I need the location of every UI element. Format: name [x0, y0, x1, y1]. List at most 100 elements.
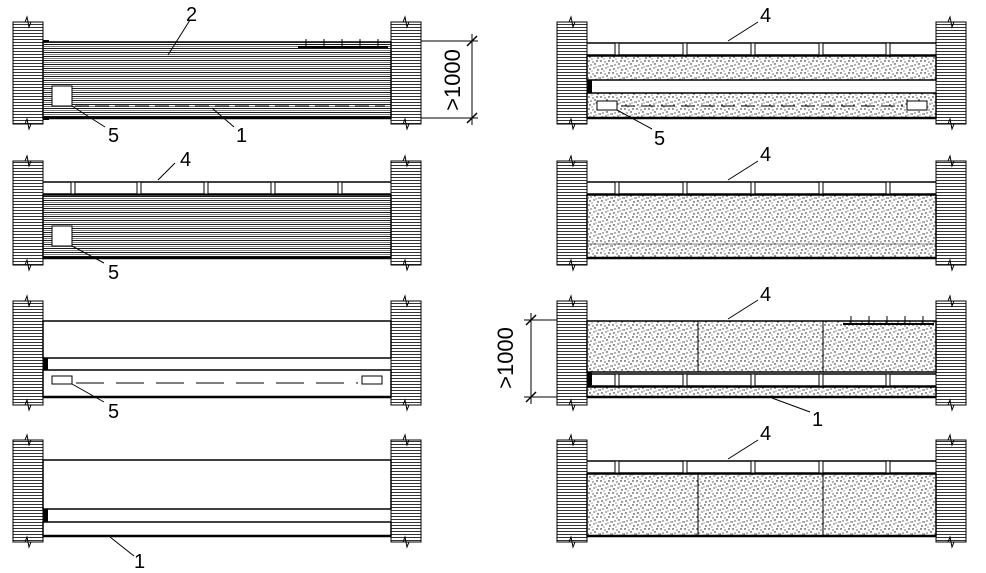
break-mark: [564, 117, 580, 131]
concrete-upper: [586, 55, 937, 81]
break-mark: [943, 258, 959, 272]
slab-upper: [42, 320, 392, 359]
panel-right-4: 4: [556, 423, 967, 543]
break-mark: [943, 535, 959, 549]
left-wall: [12, 300, 44, 406]
break-mark: [398, 433, 414, 447]
leader-line: [727, 21, 759, 42]
break-mark: [20, 154, 36, 168]
break-mark: [564, 154, 580, 168]
leader-line: [727, 160, 759, 181]
leader-line: [167, 19, 191, 56]
break-mark: [943, 433, 959, 447]
sleeve-end: [596, 100, 618, 111]
callout-5: 5: [108, 401, 119, 423]
support-rail: [587, 181, 936, 195]
panel-right-1: 4 5: [556, 5, 967, 150]
timber-formwork: [42, 194, 392, 259]
right-wall: [935, 300, 967, 406]
break-mark: [20, 15, 36, 29]
leader-line: [71, 245, 105, 264]
dimension-text: >1000: [440, 49, 465, 111]
leader-line: [771, 397, 811, 413]
sleeve-end: [361, 375, 383, 385]
leader-line: [616, 109, 653, 130]
leader-line: [727, 439, 759, 460]
support-rail: [587, 460, 936, 474]
dimension-height: >1000: [493, 313, 557, 404]
opening-box: [51, 85, 73, 107]
sleeve-end: [906, 100, 928, 111]
sleeve-end: [51, 375, 73, 385]
slab-upper: [42, 459, 392, 510]
break-mark: [564, 294, 580, 308]
support-rail: [43, 181, 391, 195]
callout-4: 4: [760, 284, 771, 306]
wall-seal: [43, 321, 48, 397]
dimension-text: >1000: [493, 327, 518, 389]
leader-line: [71, 105, 106, 128]
break-mark: [564, 535, 580, 549]
concrete-lower: [586, 386, 937, 398]
callout-5: 5: [108, 262, 119, 284]
right-wall: [390, 21, 422, 125]
left-wall: [556, 21, 588, 125]
slab-lower: [42, 521, 392, 537]
break-mark: [20, 294, 36, 308]
callout-1: 1: [134, 551, 145, 573]
break-mark: [20, 258, 36, 272]
break-mark: [398, 398, 414, 412]
leader-line: [109, 536, 135, 557]
rebar-marker: [298, 39, 388, 48]
break-mark: [943, 15, 959, 29]
left-wall: [556, 160, 588, 266]
dimension-height: >1000: [421, 34, 478, 125]
panel-left-1: >1000 2 5 1: [12, 4, 478, 147]
break-mark: [564, 258, 580, 272]
leader-line: [71, 383, 105, 403]
concrete-slab: [586, 194, 937, 259]
break-mark: [20, 398, 36, 412]
right-wall: [390, 439, 422, 543]
callout-1: 1: [236, 125, 247, 147]
support-rail: [587, 42, 936, 56]
left-wall: [12, 160, 44, 266]
break-mark: [398, 535, 414, 549]
right-wall: [390, 160, 422, 266]
leader-line: [211, 107, 235, 128]
callout-2: 2: [186, 4, 197, 26]
left-wall: [556, 300, 588, 406]
callout-4: 4: [180, 149, 191, 171]
panel-left-2: 4 5: [12, 149, 422, 284]
timber-formwork: [42, 41, 392, 119]
opening-box: [51, 225, 73, 247]
wall-seal: [587, 55, 592, 118]
break-mark: [564, 15, 580, 29]
callout-5: 5: [108, 125, 119, 147]
break-mark: [398, 294, 414, 308]
break-mark: [943, 398, 959, 412]
break-mark: [20, 433, 36, 447]
panel-left-4: 1: [12, 439, 422, 573]
panel-right-3: >1000 4 1: [493, 284, 967, 431]
concrete-slab: [586, 473, 937, 537]
callout-5: 5: [654, 128, 665, 150]
concrete-upper: [586, 320, 937, 373]
rebar-marker: [843, 316, 934, 325]
break-mark: [943, 154, 959, 168]
leader-line: [157, 162, 176, 181]
wall-break-marks: [20, 15, 959, 549]
callout-1: 1: [812, 409, 823, 431]
break-mark: [398, 117, 414, 131]
break-mark: [398, 15, 414, 29]
break-mark: [943, 294, 959, 308]
leader-line: [727, 299, 759, 320]
panel-right-2: 4: [556, 144, 967, 266]
left-wall: [12, 439, 44, 543]
right-wall: [935, 160, 967, 266]
left-wall: [556, 439, 588, 543]
callout-4: 4: [760, 5, 771, 27]
break-mark: [564, 433, 580, 447]
right-wall: [935, 21, 967, 125]
